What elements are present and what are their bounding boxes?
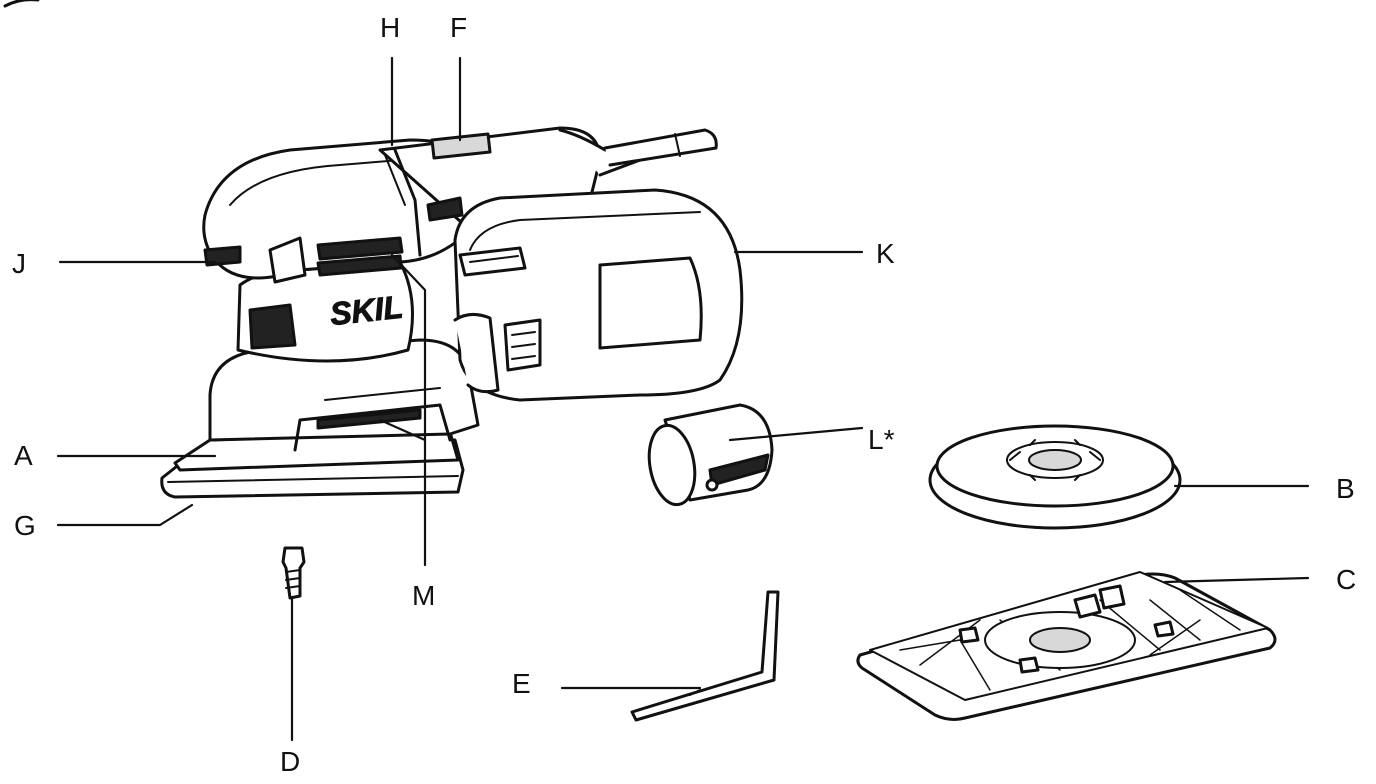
callout-g: G	[14, 510, 36, 541]
figure-marker-circle	[3, 0, 40, 8]
callout-b: B	[1336, 473, 1355, 504]
leader-l	[728, 426, 864, 442]
callout-c: C	[1336, 564, 1357, 595]
front-light	[268, 236, 307, 284]
upper-shell-crease	[229, 159, 401, 206]
screw	[281, 546, 306, 600]
canister-window	[598, 256, 703, 350]
leader-c	[1163, 576, 1310, 584]
vent-m	[316, 236, 404, 277]
power-cord	[603, 128, 718, 167]
callout-l: L*	[868, 424, 895, 455]
callout-d: D	[280, 746, 301, 777]
leader-m	[390, 253, 427, 567]
dust-adapter	[647, 403, 774, 507]
base-pad-edge	[167, 475, 459, 483]
base-plate	[173, 430, 460, 472]
sander-body	[160, 126, 744, 499]
canister-collar	[453, 313, 500, 394]
callout-e: E	[512, 668, 531, 699]
callout-f: F	[450, 12, 468, 43]
leader-g	[56, 503, 194, 527]
callout-a: A	[14, 440, 33, 471]
vent-slot-front	[316, 408, 422, 430]
switch-f	[430, 132, 492, 160]
rect-pad	[856, 571, 1277, 721]
vent-j	[203, 245, 242, 267]
leader-lines	[56, 56, 1310, 742]
callout-h: H	[380, 12, 401, 43]
callout-k: K	[876, 238, 895, 269]
leader-m2	[378, 418, 427, 442]
handle-stripe	[393, 148, 422, 257]
handle-indicator	[426, 196, 464, 222]
brand-logo: SKIL	[328, 289, 404, 332]
callout-m: M	[412, 580, 436, 611]
round-pad	[928, 424, 1182, 530]
hex-key	[630, 590, 780, 722]
canister-latch	[458, 246, 527, 277]
callout-j: J	[12, 248, 26, 279]
side-vent	[248, 303, 297, 350]
lower-housing-front	[293, 403, 452, 452]
canister-rim	[469, 211, 701, 251]
